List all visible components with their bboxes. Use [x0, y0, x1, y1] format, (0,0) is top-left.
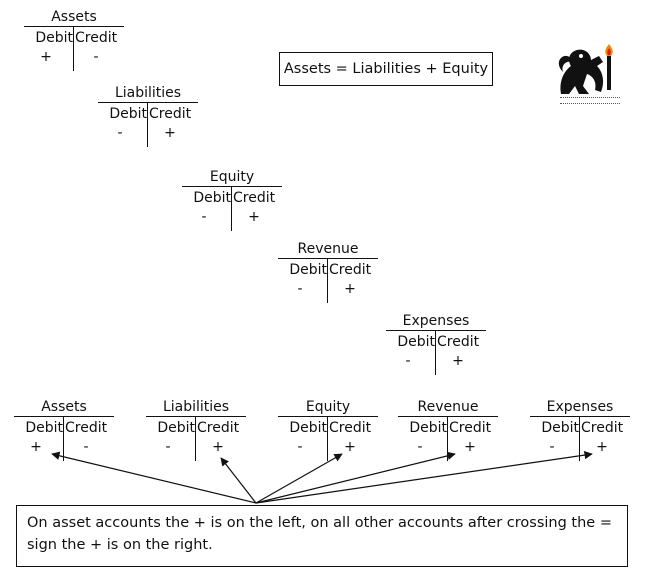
debit-label: Debit [541, 420, 579, 436]
debit-sign: - [165, 439, 171, 455]
arrow-to-assets-plus [51, 451, 257, 504]
t-divider [435, 331, 436, 375]
credit-label: Credit [65, 420, 108, 436]
debit-label: Debit [397, 334, 435, 350]
account-title: Expenses [386, 312, 486, 331]
account-title: Revenue [278, 240, 378, 259]
arrow-to-revenue-plus [255, 451, 456, 504]
arrow-to-equity-plus [255, 453, 343, 504]
t-divider [579, 417, 580, 461]
t-divider [73, 27, 74, 71]
debit-sign: - [549, 439, 555, 455]
griffin-torch-icon [555, 42, 619, 112]
row-t-account-assets: Assets Debit Credit + - [14, 398, 114, 478]
logo-caption [560, 97, 620, 104]
t-divider [231, 187, 232, 231]
credit-sign: + [248, 209, 260, 225]
debit-sign: - [417, 439, 423, 455]
credit-label: Credit [329, 262, 372, 278]
t-divider [63, 417, 64, 461]
credit-label: Credit [197, 420, 240, 436]
credit-sign: + [596, 439, 608, 455]
credit-label: Credit [581, 420, 624, 436]
debit-label: Debit [109, 106, 147, 122]
debit-label: Debit [289, 262, 327, 278]
account-title: Liabilities [98, 84, 198, 103]
debit-label: Debit [289, 420, 327, 436]
debit-label: Debit [193, 190, 231, 206]
debit-sign: - [297, 281, 303, 297]
debit-sign: - [297, 439, 303, 455]
credit-label: Credit [329, 420, 372, 436]
t-divider [327, 259, 328, 303]
account-title: Assets [14, 398, 114, 417]
credit-label: Credit [449, 420, 492, 436]
credit-sign: + [164, 125, 176, 141]
credit-label: Credit [149, 106, 192, 122]
account-title: Expenses [530, 398, 630, 417]
row-t-account-revenue: Revenue Debit Credit - + [398, 398, 498, 478]
credit-sign: + [452, 353, 464, 369]
debit-sign: - [117, 125, 123, 141]
t-account-expenses: Expenses Debit Credit - + [386, 312, 486, 392]
credit-sign: + [344, 439, 356, 455]
accounting-equation: Assets = Liabilities + Equity [279, 52, 493, 86]
debit-sign: - [201, 209, 207, 225]
t-account-revenue: Revenue Debit Credit - + [278, 240, 378, 320]
debit-sign: + [40, 49, 52, 65]
debit-sign: + [30, 439, 42, 455]
arrow-to-liabilities-plus [220, 457, 257, 504]
account-title: Revenue [398, 398, 498, 417]
credit-sign: - [83, 439, 89, 455]
t-divider [147, 103, 148, 147]
t-account-assets: Assets Debit Credit + - [24, 8, 124, 88]
row-t-account-equity: Equity Debit Credit - + [278, 398, 378, 478]
debit-label: Debit [35, 30, 73, 46]
t-account-equity: Equity Debit Credit - + [182, 168, 282, 248]
row-t-account-liabilities: Liabilities Debit Credit - + [146, 398, 246, 478]
account-title: Equity [278, 398, 378, 417]
debit-sign: - [405, 353, 411, 369]
explanation-note: On asset accounts the + is on the left, … [16, 505, 628, 567]
debit-label: Debit [157, 420, 195, 436]
t-divider [447, 417, 448, 461]
arrow-to-expenses-plus [255, 450, 593, 504]
account-title: Equity [182, 168, 282, 187]
t-divider [195, 417, 196, 461]
debit-label: Debit [409, 420, 447, 436]
credit-sign: + [464, 439, 476, 455]
t-account-liabilities: Liabilities Debit Credit - + [98, 84, 198, 164]
credit-sign: + [212, 439, 224, 455]
account-title: Liabilities [146, 398, 246, 417]
credit-label: Credit [75, 30, 118, 46]
credit-sign: + [344, 281, 356, 297]
credit-label: Credit [233, 190, 276, 206]
debit-label: Debit [25, 420, 63, 436]
row-t-account-expenses: Expenses Debit Credit - + [530, 398, 630, 478]
credit-sign: - [93, 49, 99, 65]
t-divider [327, 417, 328, 461]
account-title: Assets [24, 8, 124, 27]
credit-label: Credit [437, 334, 480, 350]
